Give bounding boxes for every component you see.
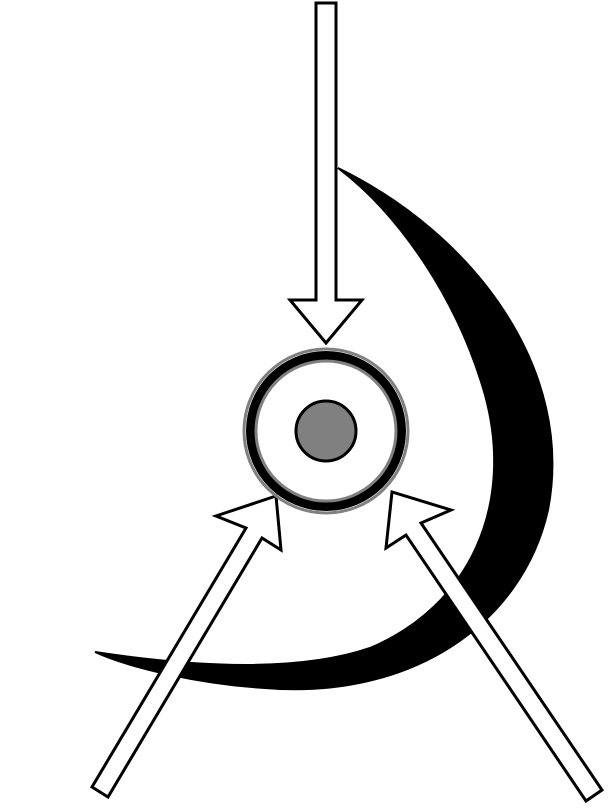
lower-right-arrow	[384, 490, 605, 804]
lower-left-arrow	[89, 493, 283, 800]
target-center-dot	[294, 399, 358, 463]
crescent-shape	[94, 167, 554, 691]
target-ring-highlight-inner	[254, 359, 398, 503]
target-ring-highlight-outer	[242, 347, 410, 515]
top-arrow	[286, 1, 366, 346]
center-target	[242, 347, 410, 515]
